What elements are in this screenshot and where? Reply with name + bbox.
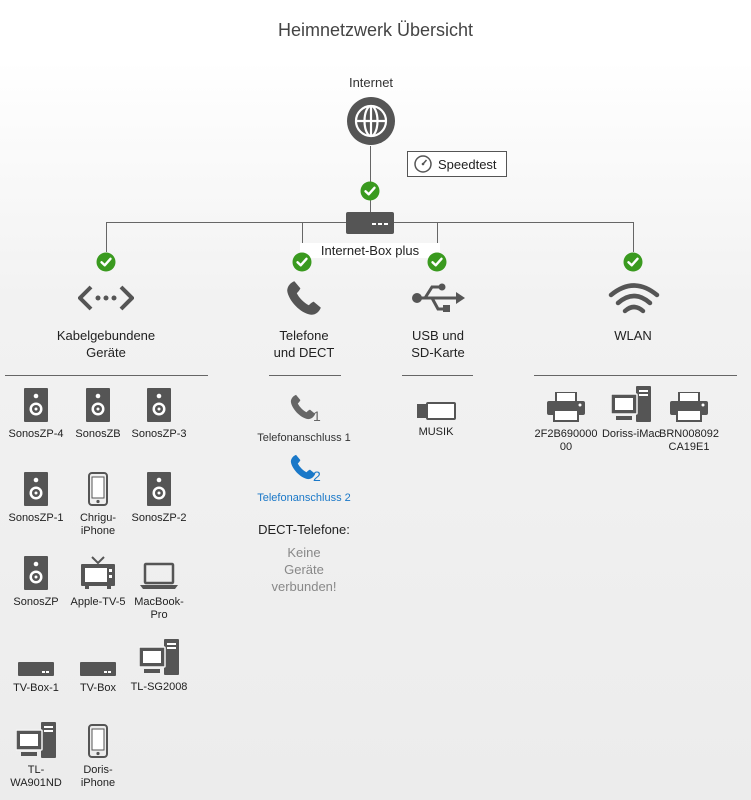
desktop-computer-icon [611,386,651,422]
tv-icon [80,556,116,590]
connector-internet-router [370,146,371,212]
usb-icon[interactable] [410,282,466,319]
router-icon[interactable] [346,212,394,239]
settop-box-icon [18,662,54,676]
desktop-computer-icon [139,639,179,675]
device-sonoszb[interactable]: SonosZB [66,388,130,441]
usb-stick-icon [417,402,456,420]
speaker-icon [24,388,48,422]
category-wlan-label: WLAN [614,328,652,343]
device-sonoszp-3[interactable]: SonosZP-3 [126,388,192,441]
device-sonoszp-1[interactable]: SonosZP-1 [4,472,68,525]
check-internet-icon [360,181,380,201]
device-tl-wa901nd[interactable]: TL- WA901ND [4,722,68,790]
device-doris-iphone[interactable]: Doris- iPhone [66,724,130,790]
gauge-icon [414,155,432,173]
speaker-icon [24,556,48,590]
device-musik[interactable]: MUSIK [398,402,474,439]
speaker-icon [147,388,171,422]
speaker-icon [86,388,110,422]
device-doriss-imac[interactable]: Doriss-iMac [598,386,664,441]
speaker-icon [147,472,171,506]
laptop-icon [140,562,178,590]
phone-line-number: 1 [313,408,321,424]
device-2f2b690000[interactable]: 2F2B690000 00 [532,392,600,454]
check-usb-icon [427,252,447,272]
separator-wired [5,375,208,376]
speaker-icon [24,472,48,506]
dect-title: DECT-Telefone: [258,522,350,537]
device-chrigu-iphone[interactable]: Chrigu- iPhone [66,472,130,538]
connector-left [106,222,346,223]
ethernet-icon[interactable] [77,284,135,317]
category-phone-label: Telefone und DECT [273,328,335,360]
speedtest-label: Speedtest [438,156,497,172]
device-brn008092[interactable]: BRN008092 CA19E1 [656,392,722,454]
globe-icon[interactable] [346,96,396,151]
settop-box-icon [80,662,116,676]
category-usb-label: USB und SD-Karte [411,328,465,360]
device-tl-sg2008[interactable]: TL-SG2008 [126,639,192,694]
smartphone-icon [88,472,108,506]
printer-icon [670,392,708,422]
phone-line-label: Telefonanschluss 2 [257,492,351,504]
check-wired-icon [96,252,116,272]
speedtest-button[interactable]: Speedtest [407,151,507,177]
printer-icon [547,392,585,422]
phone-line-2[interactable]: 2 Telefonanschluss 2 [244,452,364,504]
router-label: Internet-Box plus [300,243,440,258]
device-tv-box-1[interactable]: TV-Box-1 [4,662,68,695]
wifi-icon[interactable] [608,282,660,323]
phone-line-number: 2 [313,468,321,484]
connector-wlan [633,222,634,252]
category-wired-label: Kabelgebundene Geräte [56,328,156,360]
smartphone-icon [88,724,108,758]
device-sonoszp-4[interactable]: SonosZP-4 [4,388,68,441]
check-wlan-icon [623,252,643,272]
separator-phone [269,375,341,376]
separator-usb [402,375,473,376]
connector-phone [302,222,303,252]
phone-line-label: Telefonanschluss 1 [257,432,351,444]
device-tv-box[interactable]: TV-Box [66,662,130,695]
check-phone-icon [292,252,312,272]
device-macbook-pro[interactable]: MacBook- Pro [126,562,192,622]
dect-empty-message: Keine Geräte verbunden! [271,545,337,594]
internet-label: Internet [348,75,394,90]
page-title: Heimnetzwerk Übersicht [277,20,474,40]
phone-icon[interactable] [286,280,322,321]
device-sonoszp[interactable]: SonosZP [4,556,68,609]
phone-line-1[interactable]: 1 Telefonanschluss 1 [244,392,364,444]
connector-usb [437,222,438,252]
device-sonoszp-2[interactable]: SonosZP-2 [126,472,192,525]
separator-wlan [534,375,737,376]
desktop-computer-icon [16,722,56,758]
device-apple-tv-5[interactable]: Apple-TV-5 [66,556,130,609]
connector-wired [106,222,107,252]
connector-right [394,222,633,223]
